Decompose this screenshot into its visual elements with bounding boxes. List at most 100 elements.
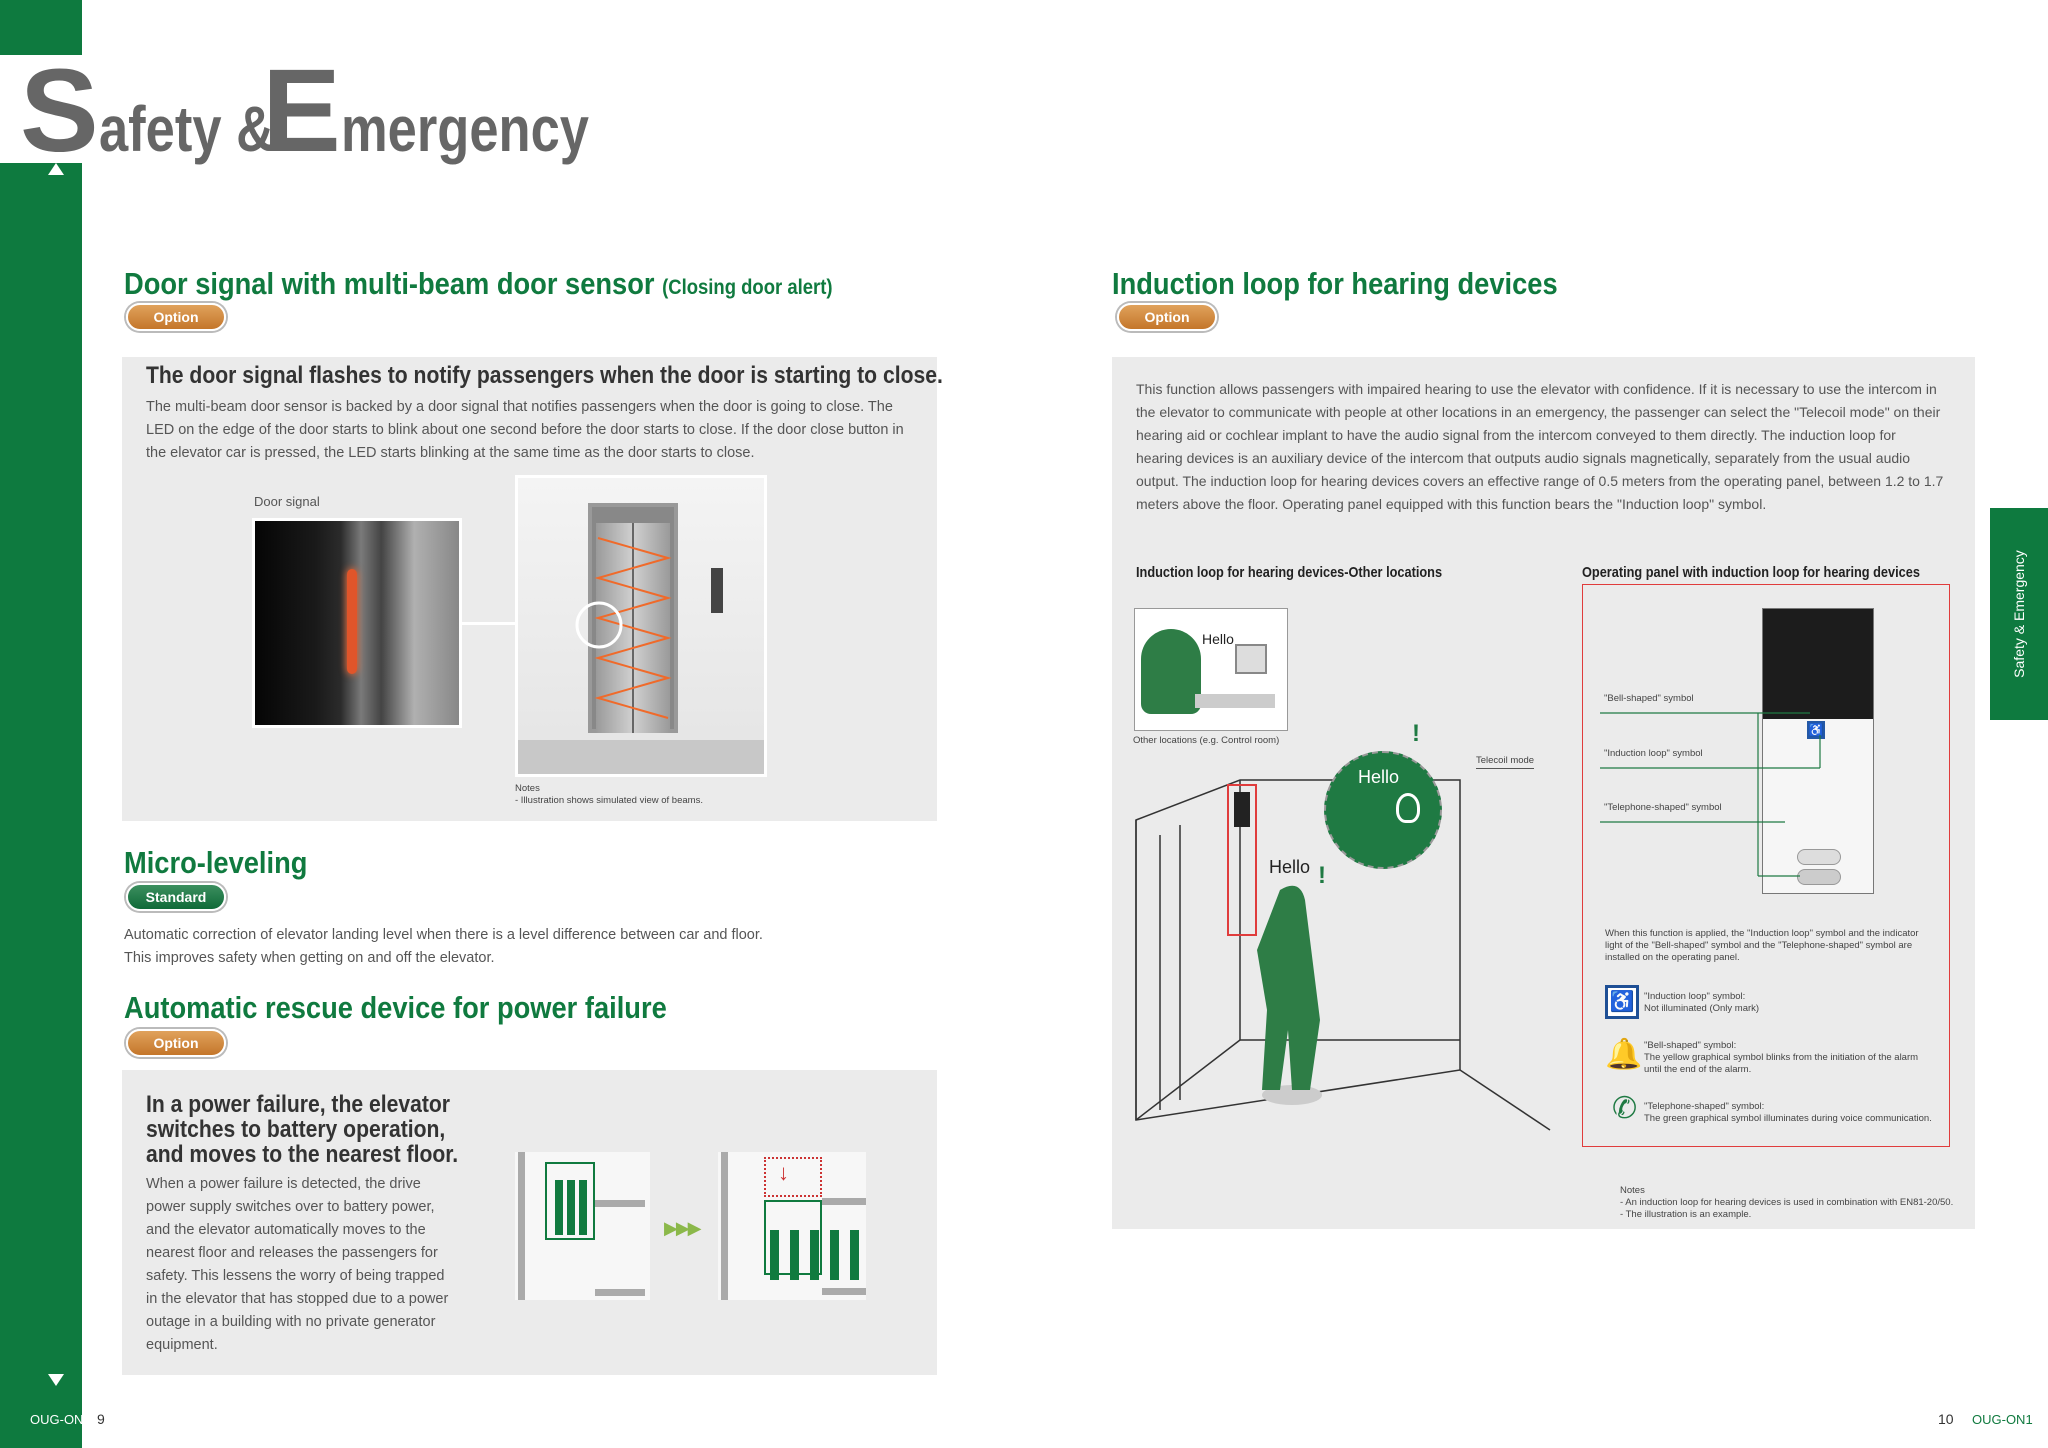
arrow-triple-icon: ▶▶▶ bbox=[664, 1218, 702, 1238]
floor-edge bbox=[1459, 1069, 1551, 1131]
beam-lines bbox=[575, 537, 672, 719]
intercom-button[interactable] bbox=[1797, 849, 1841, 865]
applied-note: When this function is applied, the "Indu… bbox=[1605, 928, 1919, 963]
sidebar-notch bbox=[0, 55, 82, 163]
hello-text: Hello bbox=[1358, 767, 1400, 787]
footer-left-code: OUG-ON1 bbox=[30, 1412, 91, 1427]
micro-leveling-heading: Micro-leveling bbox=[124, 845, 308, 880]
rescue-illustration-before bbox=[515, 1152, 650, 1300]
ear-icon bbox=[1396, 793, 1420, 823]
passenger-figure bbox=[1257, 885, 1320, 1090]
door-signal-notes: - Illustration shows simulated view of b… bbox=[515, 795, 703, 806]
sensor-beams bbox=[594, 537, 672, 719]
door-signal-lead: The door signal flashes to notify passen… bbox=[146, 362, 943, 389]
title-initial-s: S bbox=[20, 45, 99, 177]
footer-right-code: OUG-ON1 bbox=[1972, 1412, 2033, 1427]
induction-loop-legend-icon: ♿ bbox=[1605, 985, 1639, 1019]
floor-level bbox=[822, 1198, 866, 1205]
standard-badge: Standard bbox=[126, 883, 226, 911]
down-arrow-icon: ↓ bbox=[778, 1160, 789, 1185]
side-tab[interactable]: Safety & Emergency bbox=[1990, 508, 2048, 720]
operating-panel-frame bbox=[1582, 584, 1950, 1147]
left-sidebar-bar bbox=[0, 0, 82, 1448]
legend-loop-title: "Induction loop" symbol: bbox=[1644, 991, 1746, 1002]
exiting-passengers-icon bbox=[770, 1230, 860, 1280]
phone-symbol-label: "Telephone-shaped" symbol bbox=[1604, 802, 1722, 813]
car-outline bbox=[545, 1162, 595, 1240]
other-locations-caption: Other locations (e.g. Control room) bbox=[1133, 735, 1280, 746]
micro-leveling-body-1: Automatic correction of elevator landing… bbox=[124, 927, 763, 943]
rescue-lead-line-3: and moves to the nearest floor. bbox=[146, 1141, 459, 1168]
rescue-heading: Automatic rescue device for power failur… bbox=[124, 990, 667, 1025]
induction-body: This function allows passengers with imp… bbox=[1136, 381, 1944, 512]
rescue-lead-line-1: In a power failure, the elevator bbox=[146, 1091, 450, 1118]
shaft-wall bbox=[721, 1152, 728, 1300]
hello-text: Hello bbox=[1269, 857, 1311, 877]
highlight-circle bbox=[575, 601, 623, 649]
desk bbox=[1195, 694, 1275, 708]
hello-text: Hello bbox=[1202, 631, 1234, 647]
rescue-lead-line-2: switches to battery operation, bbox=[146, 1116, 446, 1143]
rescue-illustration-after: ↓ bbox=[718, 1152, 866, 1300]
title-rest-1: afety & bbox=[98, 93, 274, 165]
side-tab-label: Safety & Emergency bbox=[2011, 550, 2027, 678]
panel-display bbox=[1234, 792, 1250, 827]
telecoil-mode-label: Telecoil mode bbox=[1476, 755, 1535, 769]
exclamation-icon: ! bbox=[1412, 720, 1420, 747]
door-signal-heading-sub: (Closing door alert) bbox=[662, 276, 833, 299]
led-strip bbox=[347, 569, 357, 674]
induction-left-title: Induction loop for hearing devices-Other… bbox=[1136, 564, 1443, 581]
elevator-door-illustration bbox=[515, 475, 767, 777]
loop-symbol-label: "Induction loop" symbol bbox=[1604, 748, 1703, 759]
ear-closeup: Hello bbox=[1324, 751, 1442, 869]
bell-symbol-label: "Bell-shaped" symbol bbox=[1604, 693, 1694, 704]
hall-button-panel bbox=[711, 568, 723, 613]
operator-figure bbox=[1141, 629, 1201, 714]
passengers-icon bbox=[555, 1180, 590, 1235]
page-up-arrow-icon[interactable] bbox=[48, 163, 64, 175]
option-badge: Option bbox=[1117, 303, 1217, 331]
title-initial-e: E bbox=[262, 45, 341, 177]
rescue-body: When a power failure is detected, the dr… bbox=[146, 1176, 449, 1353]
floor bbox=[518, 740, 764, 774]
bell-legend-icon: 🔔 bbox=[1605, 1038, 1643, 1071]
floor-level-2 bbox=[595, 1289, 645, 1296]
door-signal-closeup-image bbox=[252, 518, 462, 728]
door-signal-body: The multi-beam door sensor is backed by … bbox=[146, 399, 904, 461]
page-title: Safety & Emergency bbox=[20, 52, 643, 170]
rescue-lead: In a power failure, the elevator switche… bbox=[146, 1092, 458, 1167]
legend-bell-desc: The yellow graphical symbol blinks from … bbox=[1644, 1052, 1919, 1075]
page-down-arrow-icon[interactable] bbox=[48, 1374, 64, 1386]
panel-top-display bbox=[1763, 609, 1873, 719]
door-signal-heading-text: Door signal with multi-beam door sensor bbox=[124, 266, 655, 301]
legend-bell-title: "Bell-shaped" symbol: bbox=[1644, 1040, 1737, 1051]
title-rest-2: mergency bbox=[340, 93, 589, 165]
legend-phone-desc: The green graphical symbol illuminates d… bbox=[1644, 1113, 1932, 1124]
door-signal-image-label: Door signal bbox=[254, 494, 320, 509]
operating-panel-highlight bbox=[1227, 784, 1257, 936]
micro-leveling-body-2: This improves safety when getting on and… bbox=[124, 950, 495, 966]
induction-heading: Induction loop for hearing devices bbox=[1112, 266, 1558, 301]
control-room-illustration: Hello bbox=[1134, 608, 1288, 731]
telephone-legend-icon: ✆ bbox=[1612, 1092, 1638, 1125]
exclamation-icon: ! bbox=[1318, 862, 1326, 889]
shaft-wall bbox=[518, 1152, 525, 1300]
panel-leader-lines bbox=[1600, 712, 1821, 877]
door-signal-notes-title: Notes bbox=[515, 783, 540, 794]
elevator-car-wireframe bbox=[1135, 779, 1551, 1131]
car-edge bbox=[1135, 1039, 1241, 1121]
floor-level bbox=[595, 1200, 645, 1207]
footer-right-page: 10 bbox=[1938, 1411, 1954, 1427]
induction-right-title: Operating panel with induction loop for … bbox=[1582, 564, 1920, 581]
intercom-speaker bbox=[1797, 869, 1841, 885]
induction-note-2: - The illustration is an example. bbox=[1620, 1209, 1752, 1220]
legend-phone-title: "Telephone-shaped" symbol: bbox=[1644, 1101, 1765, 1112]
previous-position bbox=[764, 1157, 822, 1197]
door-signal-heading: Door signal with multi-beam door sensor … bbox=[124, 266, 833, 302]
induction-note-1: - An induction loop for hearing devices … bbox=[1620, 1197, 1954, 1208]
legend-loop-desc: Not illuminated (Only mark) bbox=[1644, 1003, 1760, 1014]
floor-level-2 bbox=[822, 1288, 866, 1295]
induction-loop-symbol-icon: ♿ bbox=[1807, 721, 1825, 739]
monitor-icon bbox=[1235, 644, 1267, 674]
option-badge: Option bbox=[126, 303, 226, 331]
